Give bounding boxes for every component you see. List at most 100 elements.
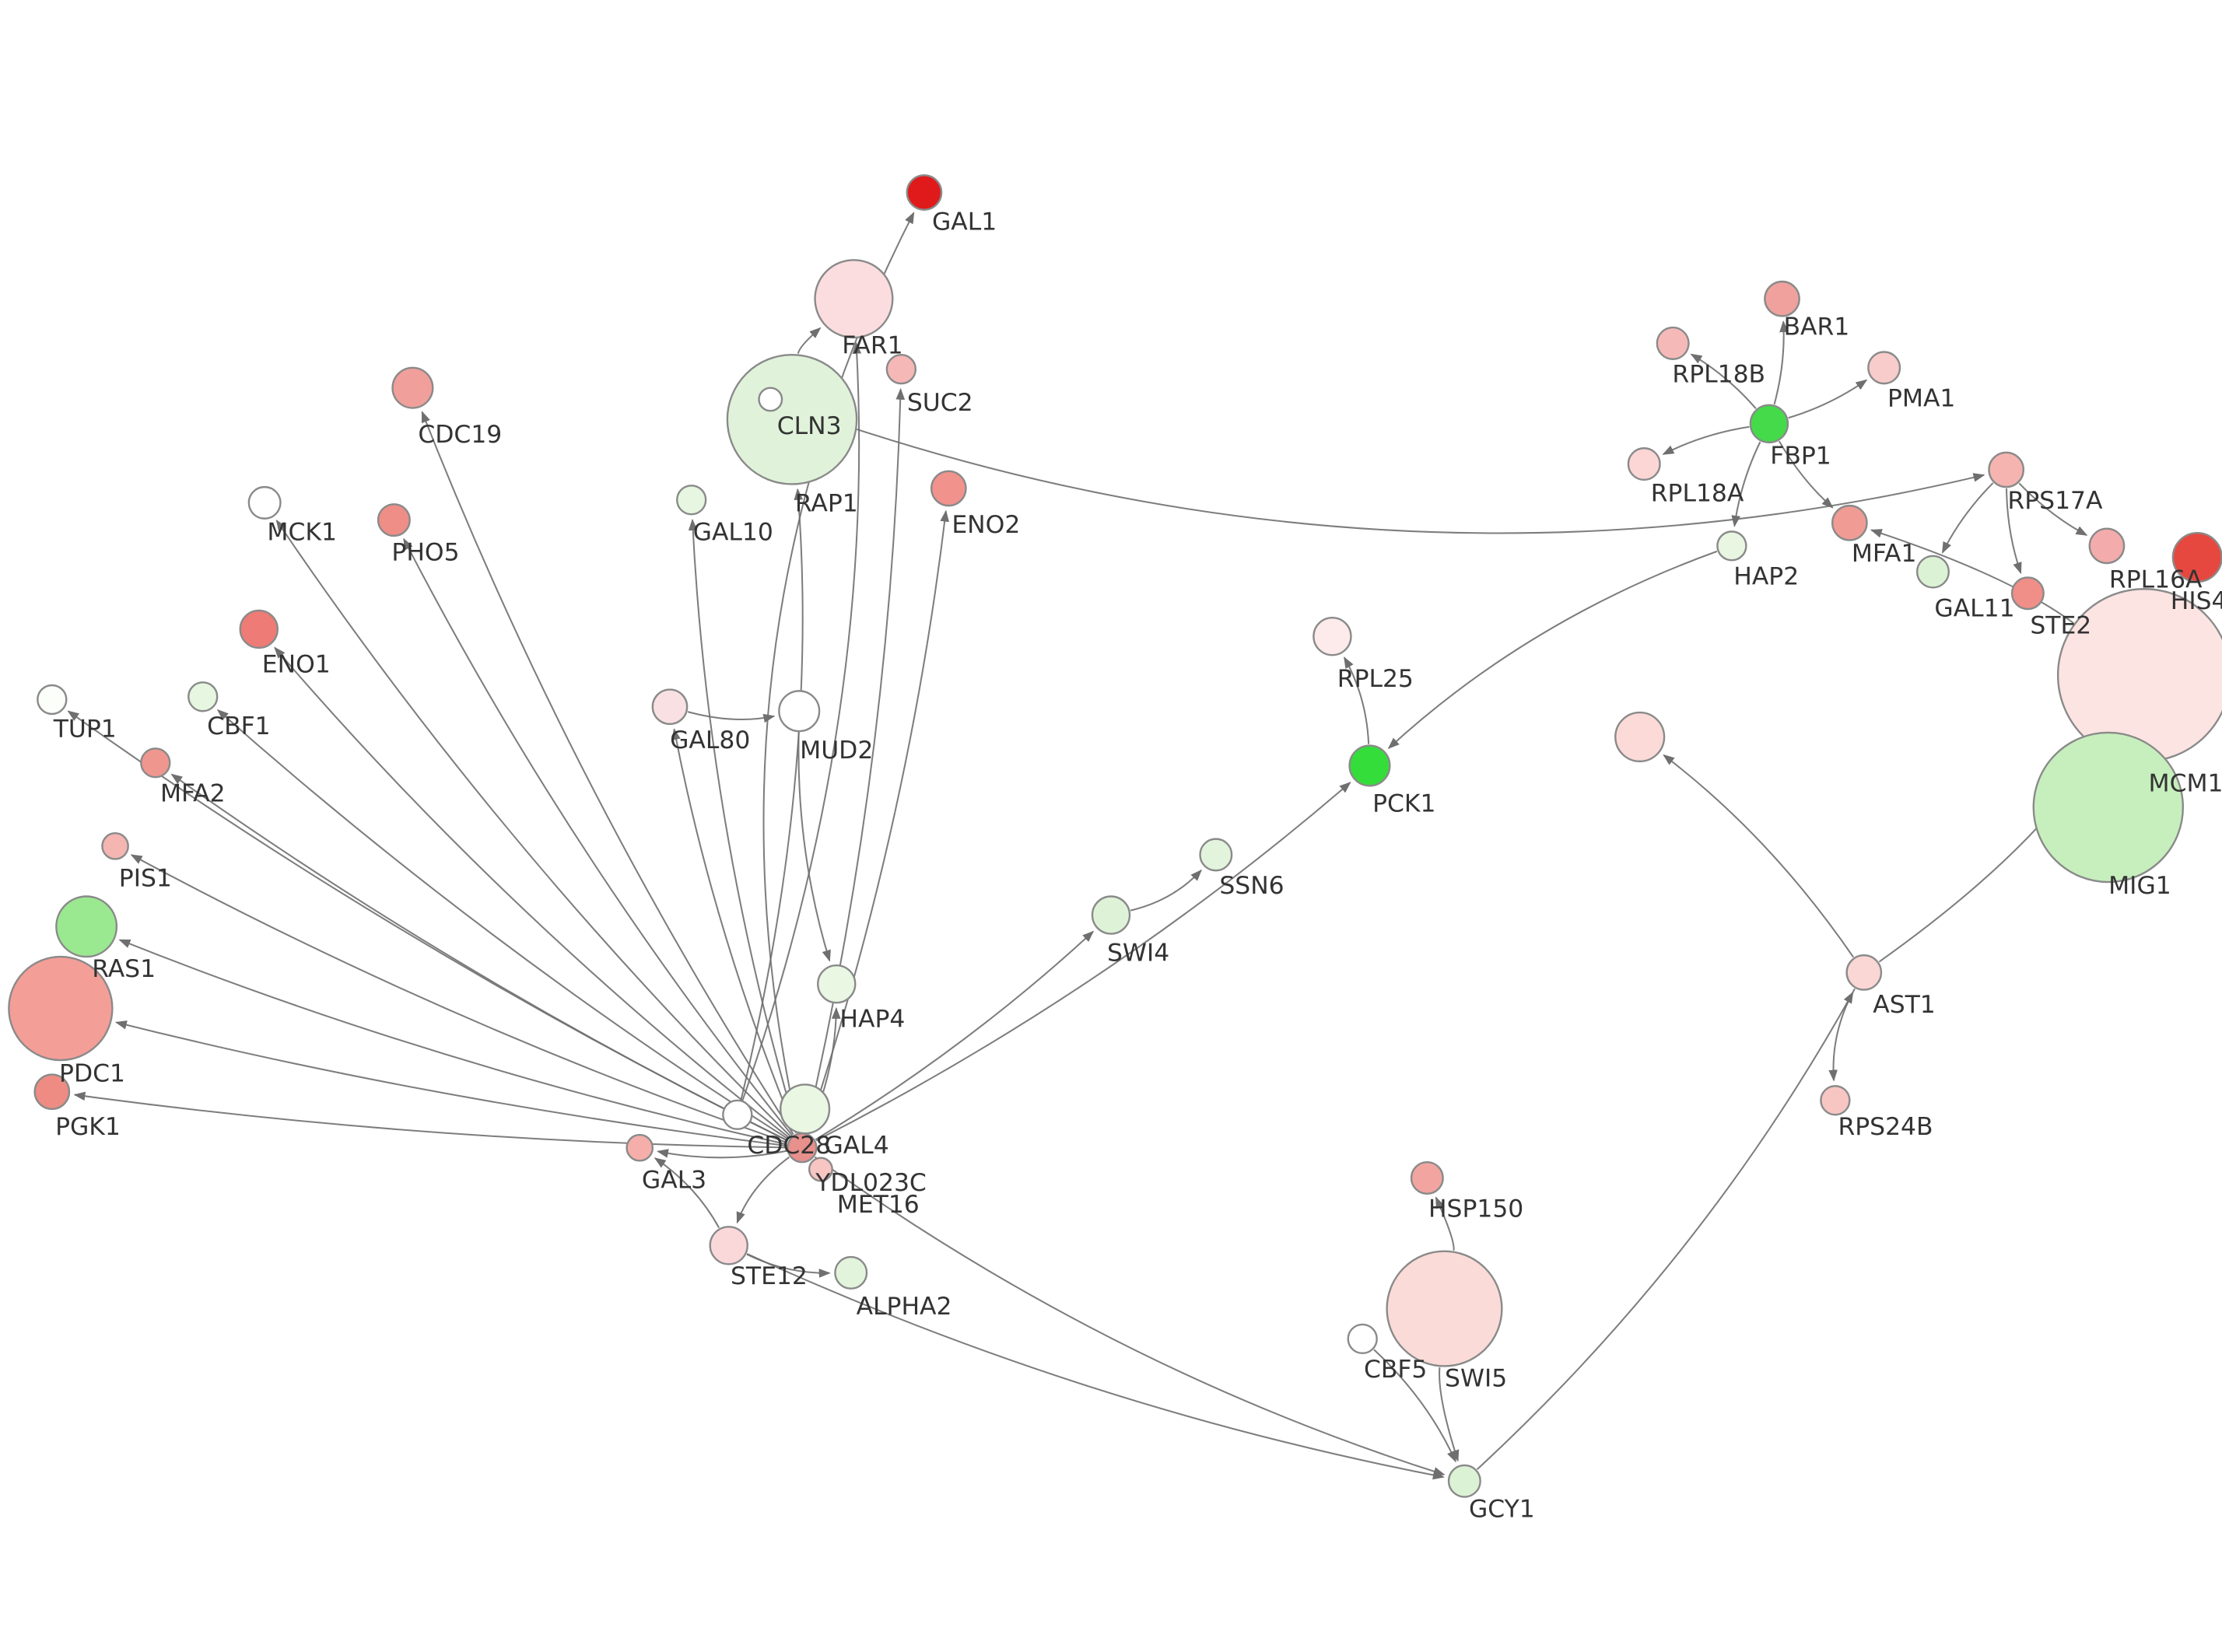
node-label-pdc1: PDC1 [59,1060,125,1088]
edge-ast1-rps24b [1828,988,1856,1082]
edge-rps17a-gal11 [1941,482,1994,554]
edge-cbf5-gcy1 [1373,1349,1456,1463]
edge-swi5-gcy1 [1439,1367,1460,1462]
node-bar1[interactable] [1764,280,1800,317]
node-ydl023c[interactable] [779,1083,831,1135]
node-ste2[interactable] [2010,576,2045,611]
node-ast1[interactable] [1845,954,1883,991]
node-eno2[interactable] [930,470,967,507]
edge-mcm1-mfa1 [1870,529,2074,625]
node-label-pgk1: PGK1 [55,1113,121,1141]
node-gcy1[interactable] [1447,1464,1481,1498]
edge-cdc28-cln3 [740,488,804,1100]
node-label-rpl18a: RPL18A [1651,480,1744,508]
node-pdc1[interactable] [8,955,114,1062]
node-met16[interactable] [808,1157,833,1182]
edges-layer [67,212,2097,1480]
node-eno1[interactable] [239,609,279,649]
node-label-gcy1: GCY1 [1469,1495,1535,1523]
node-label-eno1: ENO1 [262,650,331,678]
edge-gcy1-ast1 [1476,991,1854,1470]
edge-fbp1-hap2 [1731,441,1761,527]
edge-rps17a-rpl16a [2018,482,2088,536]
edge-gal4-pdc1 [114,1020,787,1147]
edge-ast1-node1 [1663,754,1854,958]
edge-gal4-cbf1 [216,709,790,1140]
node-label-rpl25: RPL25 [1337,665,1414,693]
node-gal11[interactable] [1915,555,1950,589]
edge-cln3-far1 [797,327,822,354]
node-gal4[interactable] [787,1132,818,1164]
node-far1[interactable] [814,259,894,339]
node-rps24b[interactable] [1820,1085,1851,1116]
node-rpl25[interactable] [1313,616,1352,656]
node-rps17a[interactable] [1988,451,2025,488]
node-rpl18a[interactable] [1627,447,1661,481]
node-label-gal80: GAL80 [670,726,750,754]
edge-gal4-pck1 [815,782,1351,1142]
node-cbf5[interactable] [1347,1323,1378,1355]
node-label-pma1: PMA1 [1887,385,1955,413]
edge-gal4-swi4 [815,930,1095,1141]
node-label-pho5: PHO5 [391,538,459,566]
node-label-mfa1: MFA1 [1852,540,1917,568]
edge-gal4-eno1 [274,646,790,1139]
node-mfa1[interactable] [1831,504,1868,541]
node-cbf1[interactable] [188,681,219,712]
node-gal10[interactable] [676,485,707,516]
node-mck1[interactable] [247,485,282,520]
node-label-hap2: HAP2 [1733,563,1799,591]
node-label-gal4: GAL4 [824,1132,888,1160]
node-hap2[interactable] [1716,530,1747,562]
node-label-pck1: PCK1 [1372,790,1435,818]
node-pho5[interactable] [377,503,411,537]
node-rpl18b[interactable] [1656,326,1690,360]
node-ssn6[interactable] [1199,838,1233,872]
node-pck1[interactable] [1348,744,1391,787]
node-hap4[interactable] [817,964,857,1004]
edge-gal4-gal80 [671,728,797,1134]
node-label-suc2: SUC2 [907,389,973,417]
node-mcm1[interactable] [2056,588,2222,763]
node-mig1[interactable] [2032,731,2185,884]
node-label-gal1: GAL1 [932,208,997,236]
node-ras1[interactable] [55,895,118,958]
edge-gal4-cdc19 [421,411,794,1136]
node-gal1[interactable] [906,174,943,211]
node-swi5[interactable] [1386,1250,1503,1367]
edge-hap2-pck1 [1387,550,1718,750]
edge-gal4-suc2 [804,387,906,1133]
node-gal3[interactable] [626,1133,654,1162]
node-cdc19[interactable] [391,366,434,409]
node-pgk1[interactable] [33,1073,71,1111]
node-cln3[interactable] [726,353,858,485]
edge-cdc28-far1 [741,341,862,1101]
edge-gal4-ste12 [736,1156,790,1224]
node-hsp150[interactable] [1410,1160,1444,1195]
node-rap1[interactable] [758,387,783,412]
node-cdc28[interactable] [722,1099,753,1130]
node-gal80[interactable] [651,688,689,726]
node-fbp1[interactable] [1749,404,1789,444]
node-alpha2[interactable] [834,1255,868,1290]
node-label-met16: MET16 [837,1191,920,1219]
node-pma1[interactable] [1867,351,1901,385]
node-label-hsp150: HSP150 [1428,1195,1523,1223]
node-tup1[interactable] [37,684,68,716]
node-node1[interactable] [1614,711,1666,763]
node-suc2[interactable] [885,353,917,385]
node-label-mud2: MUD2 [800,737,873,765]
node-rpl16a[interactable] [2088,527,2126,565]
edge-ste12-alpha2 [746,1253,831,1278]
edge-gal4-tup1 [67,710,789,1142]
node-pis1[interactable] [101,832,129,860]
node-swi4[interactable] [1091,895,1131,935]
node-his4[interactable] [2171,532,2222,583]
edge-gal4-pho5 [403,537,793,1136]
node-label-gal10: GAL10 [693,518,773,546]
node-mud2[interactable] [778,690,821,733]
node-ste12[interactable] [709,1226,748,1265]
nodes-layer [8,174,2222,1498]
node-mfa2[interactable] [140,747,171,779]
